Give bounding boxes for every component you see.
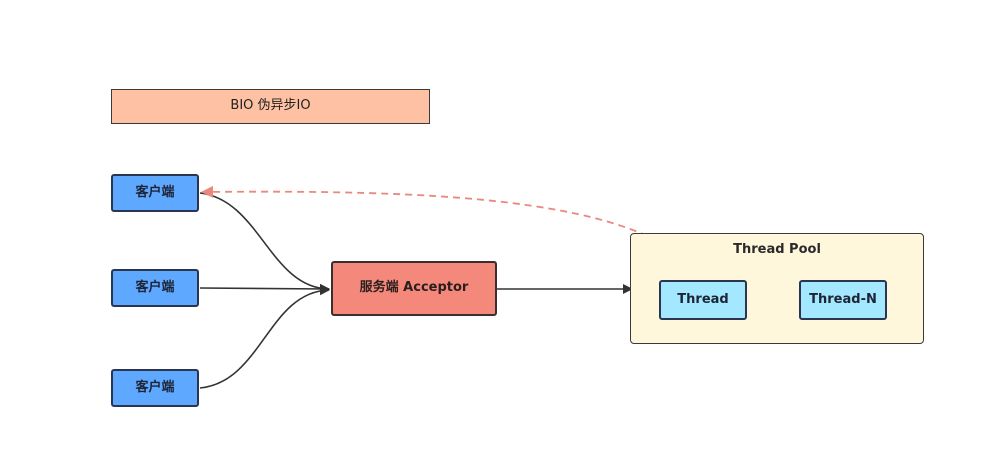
client-node-3: 客户端 (111, 369, 199, 407)
thread-node: Thread (659, 280, 747, 320)
diagram-title: BIO 伪异步IO (111, 89, 430, 124)
client-node-2: 客户端 (111, 269, 199, 307)
client-2-to-acceptor-arrow (199, 283, 330, 294)
thread-n-node: Thread-N (799, 280, 887, 320)
client-node-1: 客户端 (111, 174, 199, 212)
thread-pool-label: Thread Pool (733, 242, 821, 257)
client-3-to-acceptor-arrow (199, 285, 330, 389)
server-acceptor-node: 服务端 Acceptor (331, 261, 497, 316)
client-1-to-acceptor-arrow (199, 192, 330, 294)
thread-to-client-return-arrow (201, 185, 704, 281)
